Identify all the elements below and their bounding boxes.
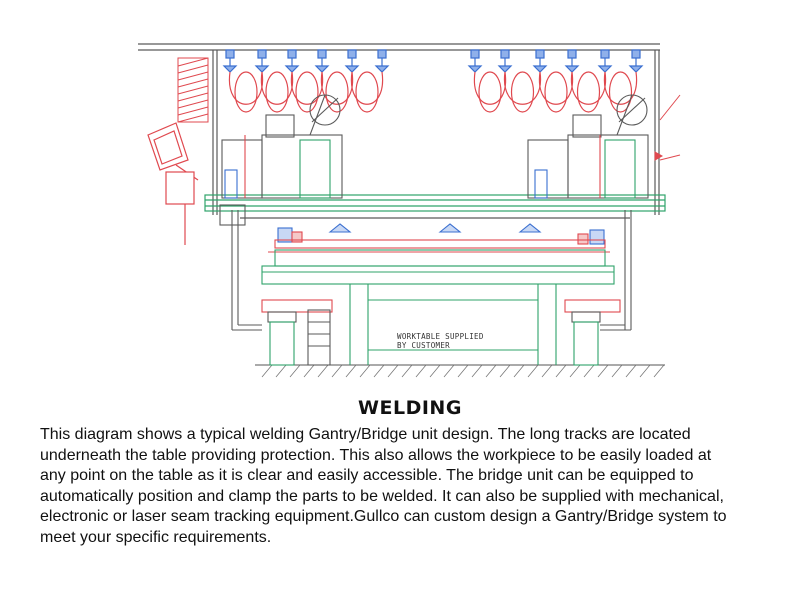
ground-hatch — [261, 364, 665, 378]
side-legs — [231, 210, 632, 331]
worktable — [261, 249, 615, 365]
cable-trolleys — [222, 49, 644, 73]
description-paragraph: This diagram shows a typical welding Gan… — [40, 426, 727, 546]
left-track-support — [261, 299, 333, 366]
right-carriage-unit — [527, 94, 649, 199]
bridge-beam — [204, 194, 666, 219]
festoon-cable-loops — [228, 71, 638, 113]
welding-heads — [277, 223, 605, 245]
left-wall-panel — [177, 57, 209, 123]
right-supply-lines — [654, 94, 681, 161]
drawing-note-line1: WORKTABLE SUPPLIED — [397, 332, 484, 341]
left-carriage-unit — [219, 94, 343, 226]
overhead-rail — [138, 43, 660, 215]
pendant-control-box — [147, 122, 199, 245]
gantry-diagram: WORKTABLE SUPPLIED BY CUSTOMER — [138, 43, 681, 378]
right-track-support — [564, 299, 621, 366]
workpiece — [268, 239, 610, 253]
drawing-note-line2: BY CUSTOMER — [397, 341, 450, 350]
section-heading: WELDING — [358, 397, 462, 419]
